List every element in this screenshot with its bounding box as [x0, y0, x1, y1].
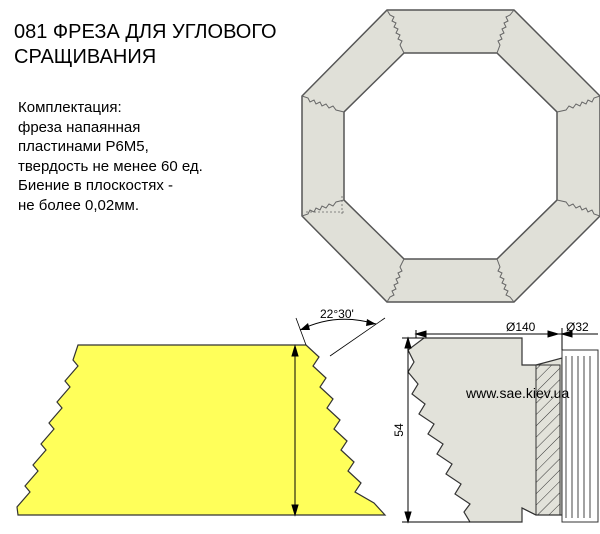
specs-text: Комплектация: фреза напаянная пластинами…	[18, 98, 203, 215]
website-label: www.sae.kiev.ua	[465, 385, 569, 401]
cutter-profile	[16, 344, 387, 517]
bore-diameter-dimension	[556, 328, 598, 350]
height-label: 54	[392, 423, 406, 437]
title-line-2: СРАЩИВАНИЯ	[14, 46, 157, 68]
angle-dimension: 22°30'	[295, 307, 386, 357]
outer-diameter-label: Ø140	[506, 320, 536, 334]
title-line-1: 081 ФРЕЗА ДЛЯ УГЛОВОГО	[14, 21, 277, 43]
section-view: Ø140 Ø32 54 www.sae.kiev.ua	[392, 320, 599, 524]
page-title: 081 ФРЕЗА ДЛЯ УГЛОВОГО СРАЩИВАНИЯ	[14, 20, 277, 70]
bore-diameter-label: Ø32	[566, 320, 589, 334]
height-dimension-inner	[291, 344, 299, 517]
octagon-inner	[343, 52, 558, 260]
outer-diameter-dimension	[414, 330, 560, 338]
spec-line-6: не более 0,02мм.	[18, 196, 139, 214]
spec-line-5: Биение в плоскостях -	[18, 177, 173, 194]
spec-line-3: пластинами Р6М5,	[18, 138, 149, 155]
spec-line-4: твердость не менее 60 ед.	[18, 157, 203, 175]
angle-label: 22°30'	[320, 307, 354, 321]
height-dimension	[402, 336, 470, 524]
octagon-joint	[301, 9, 600, 303]
section-bore	[561, 349, 599, 523]
section-hatch	[535, 364, 561, 516]
spec-line-2: фреза напаянная	[18, 118, 141, 136]
profile-shape	[16, 344, 387, 516]
spec-line-1: Комплектация:	[18, 99, 122, 116]
octagon-joint-seams	[301, 9, 600, 303]
